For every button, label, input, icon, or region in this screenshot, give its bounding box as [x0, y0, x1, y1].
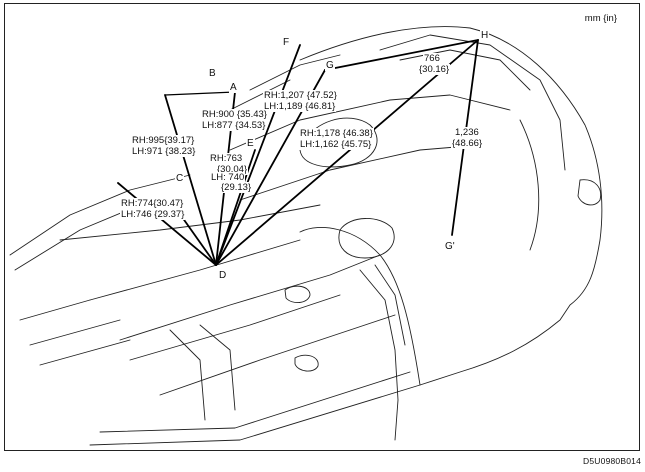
- side-member: [59, 204, 321, 241]
- shock-tower: [338, 218, 395, 259]
- b-pillar-inner: [374, 264, 406, 346]
- line-b-top: [164, 91, 236, 96]
- e-lh-in-label: {29.13}: [220, 182, 253, 193]
- trunk-rail: [249, 54, 341, 91]
- h1-label: 766: [423, 53, 441, 64]
- line-d-e: [215, 149, 256, 266]
- rear-fender-outline: [299, 26, 603, 386]
- units-label: mm {in}: [584, 13, 617, 24]
- point-g-label: G: [325, 60, 335, 71]
- h2-label: 1,236: [454, 127, 480, 138]
- point-a-label: A: [229, 82, 238, 93]
- e-rh-label: RH:763: [209, 153, 244, 164]
- floor-hole-2: [294, 354, 319, 372]
- f-rh-label: RH:1,207 {47.52}: [263, 90, 338, 101]
- point-h-label: H: [480, 30, 490, 41]
- e-rh-in-label: {30.04}: [216, 164, 249, 175]
- rear-floor-2: [239, 144, 481, 201]
- rear-side: [519, 119, 540, 251]
- g-lh-label: LH:1,162 {45.75}: [299, 139, 373, 150]
- point-e-label: E: [246, 138, 255, 149]
- d-rh-label: RH:774{30.47}: [120, 198, 185, 209]
- line-h-g: [324, 39, 479, 71]
- rocker-panel: [89, 384, 421, 446]
- point-d-label: D: [218, 270, 228, 281]
- point-f-label: F: [282, 37, 291, 48]
- c-rh-label: RH:995{39.17}: [131, 135, 196, 146]
- line-d-f: [215, 44, 301, 266]
- left-outer-edge: [9, 174, 191, 256]
- front-lines: [19, 299, 131, 366]
- sill-detail: [169, 329, 206, 421]
- floor-panel-front: [89, 239, 301, 301]
- trunk-rail-2: [229, 79, 291, 111]
- h2-in-label: {48.66}: [451, 138, 484, 149]
- c-lh-label: LH:971 {38.23}: [131, 146, 197, 157]
- line-d-c: [117, 182, 217, 266]
- b-lh-label: LH:877 {34.53}: [201, 120, 267, 131]
- h1-in-label: {30.16}: [418, 64, 451, 75]
- point-b-label: B: [208, 68, 217, 79]
- g-rh-label: RH:1,178 {46.38}: [299, 128, 374, 139]
- point-c-label: C: [175, 173, 185, 184]
- sill-detail-2: [199, 324, 236, 411]
- f-lh-label: LH:1,189 {46.81}: [263, 101, 337, 112]
- fuel-lid: [577, 179, 602, 206]
- spare-well: [299, 117, 378, 168]
- figure-code: D5U0980B014: [583, 456, 641, 466]
- b-pillar: [359, 269, 399, 441]
- line-d-b: [164, 94, 217, 266]
- rear-panel: [379, 34, 566, 171]
- crossmember-1: [129, 294, 341, 361]
- crossmember-2: [159, 314, 396, 396]
- e-lh-label: LH: 740: [210, 172, 246, 183]
- d-lh-label: LH:746 {29.37}: [120, 209, 186, 220]
- floor-panel-mid: [119, 254, 381, 341]
- point-g-prime-label: G': [444, 241, 456, 252]
- line-d-h: [215, 39, 479, 266]
- floor-hole-1: [284, 285, 311, 303]
- b-rh-label: RH:900 {35.43}: [201, 109, 268, 120]
- figure-border: [4, 3, 640, 451]
- lower-sill: [99, 371, 411, 433]
